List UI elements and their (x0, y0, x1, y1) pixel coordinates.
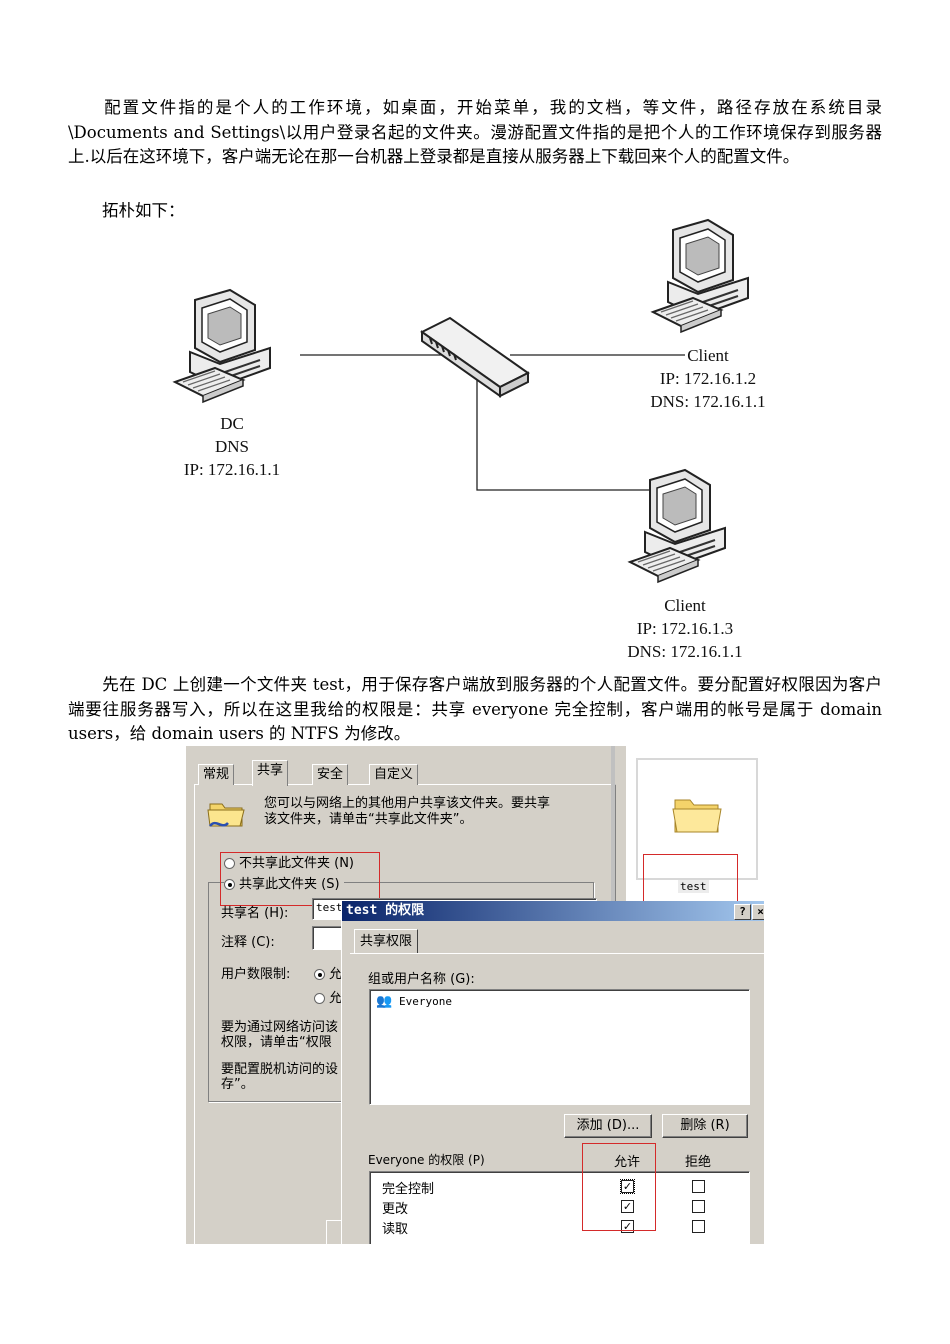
perm-row-read: 读取 (382, 1222, 409, 1237)
client2-dns-label: DNS: 172.16.1.1 (627, 642, 742, 661)
permissions-title-bar: test 的权限 ? × (342, 901, 764, 921)
help-button[interactable]: ? (734, 904, 751, 920)
allow-header: 允许 (614, 1155, 641, 1170)
user-limit-custom-indicator[interactable] (314, 993, 325, 1004)
client1-dns-label: DNS: 172.16.1.1 (650, 392, 765, 411)
client1-ip-label: IP: 172.16.1.2 (660, 369, 756, 388)
user-limit-max-radio[interactable]: 允 (314, 963, 342, 982)
allow-full-control-checkbox[interactable]: ✓ (620, 1179, 635, 1194)
highlight-share-radio (220, 852, 380, 906)
tab-general[interactable]: 常规 (198, 764, 235, 785)
sharing-screenshot: 常规 共享 安全 自定义 您可以与网络上的其他用户共享该文件夹。要共享 该文件夹… (186, 746, 764, 1244)
perm-row-full-control: 完全控制 (382, 1182, 435, 1197)
tab-sharing[interactable]: 共享 (252, 760, 289, 786)
offline-access-text: 要配置脱机访问的设 存”。 (221, 1062, 339, 1092)
group-users-label: 组或用户名称 (G): (368, 972, 475, 987)
client1-computer-icon (652, 219, 749, 333)
folder-icon (672, 799, 722, 833)
allow-change-checkbox[interactable]: ✓ (621, 1200, 634, 1213)
radio-not-share[interactable]: 不共享此文件夹 (N) (224, 852, 355, 871)
topology-intro: 拓朴如下： (102, 201, 185, 220)
link-switch-client2 (476, 375, 670, 491)
radio-not-share-indicator[interactable] (224, 858, 235, 869)
folder-name-label[interactable]: test (678, 880, 709, 893)
radio-share-indicator[interactable] (224, 879, 235, 890)
shared-folder-icon (207, 803, 245, 827)
network-permission-text: 要为通过网络访问该 权限，请单击“权限 (221, 1020, 339, 1050)
radio-share[interactable]: 共享此文件夹 (S) (224, 873, 344, 892)
client2-computer-icon (629, 469, 726, 583)
permissions-title: test 的权限 (346, 903, 425, 918)
permissions-tab-panel (350, 953, 764, 1244)
highlight-folder (643, 854, 738, 906)
deny-header: 拒绝 (685, 1155, 712, 1170)
deny-read-checkbox[interactable] (692, 1220, 705, 1233)
permissions-list: 完全控制 更改 读取 ✓ ✓ ✓ (369, 1171, 750, 1244)
allow-read-checkbox[interactable]: ✓ (621, 1220, 634, 1233)
permissions-dialog: test 的权限 ? × 共享权限 组或用户名称 (G): 👥 Everyone… (341, 901, 764, 1244)
tab-security[interactable]: 安全 (312, 764, 349, 785)
deny-full-control-checkbox[interactable] (692, 1180, 705, 1193)
list-item-everyone[interactable]: 👥 Everyone (373, 993, 747, 1011)
dc-label: DC (220, 414, 244, 433)
user-limit-label: 用户数限制: (221, 967, 291, 982)
user-limit-max-indicator[interactable] (314, 969, 325, 980)
client1-label: Client (687, 346, 729, 365)
setup-paragraph: 先在 DC 上创建一个文件夹 test，用于保存客户端放到服务器的个人配置文件。… (68, 675, 882, 743)
users-group-icon: 👥 (376, 994, 393, 1009)
close-button[interactable]: × (752, 904, 764, 920)
client2-ip-label: IP: 172.16.1.3 (637, 619, 733, 638)
client2-label: Client (664, 596, 706, 615)
tab-custom[interactable]: 自定义 (369, 764, 419, 785)
dns-label: DNS (215, 437, 249, 456)
share-name-label: 共享名 (H): (221, 906, 289, 921)
user-limit-custom-radio[interactable]: 允 (314, 987, 342, 1006)
perm-row-change: 更改 (382, 1202, 409, 1217)
tab-share-permissions[interactable]: 共享权限 (354, 929, 419, 954)
group-users-list[interactable]: 👥 Everyone (369, 989, 750, 1105)
add-button[interactable]: 添加 (D)... (564, 1114, 652, 1138)
remove-button[interactable]: 删除 (R) (662, 1114, 748, 1138)
comment-label: 注释 (C): (221, 935, 275, 950)
switch-icon (420, 316, 530, 398)
sharing-info-text: 您可以与网络上的其他用户共享该文件夹。要共享 该文件夹，请单击“共享此文件夹”。 (264, 796, 551, 827)
permissions-for-label: Everyone 的权限 (P) (368, 1153, 485, 1167)
intro-paragraph: 配置文件指的是个人的工作环境，如桌面，开始菜单，我的文档，等文件，路径存放在系统… (68, 98, 882, 166)
dc-computer-icon (174, 289, 271, 403)
deny-change-checkbox[interactable] (692, 1200, 705, 1213)
highlight-allow-column (582, 1143, 656, 1231)
network-topology-diagram: DC DNS IP: 172.16.1.1 Client IP: 172.16.… (174, 219, 766, 661)
dc-ip-label: IP: 172.16.1.1 (184, 460, 280, 479)
